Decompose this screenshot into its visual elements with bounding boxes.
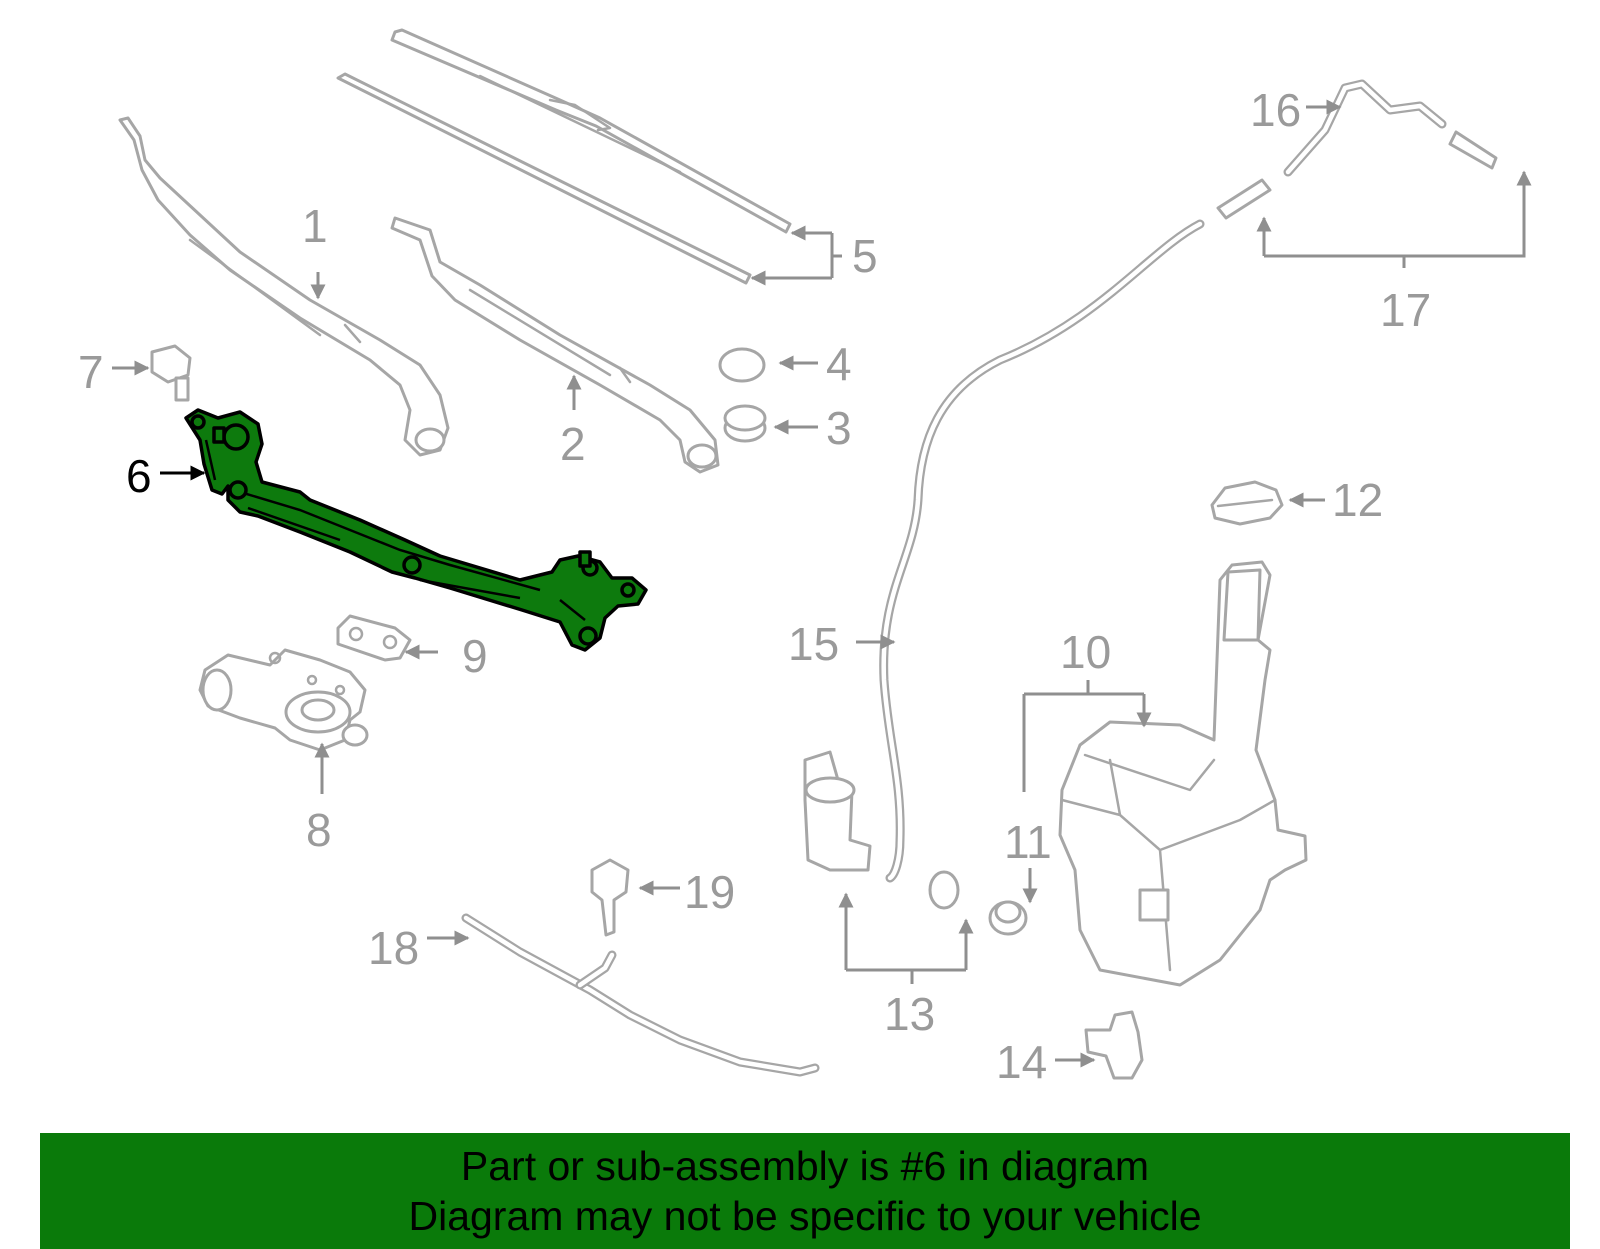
callout-8: 8 xyxy=(306,804,332,856)
pivot-cap-3 xyxy=(723,404,767,443)
callout-14: 14 xyxy=(996,1036,1047,1088)
callout-18: 18 xyxy=(368,922,419,974)
callout-7: 7 xyxy=(78,346,104,398)
callout-12: 12 xyxy=(1332,474,1383,526)
washer-pump-13 xyxy=(803,750,872,872)
wiper-arm-1 xyxy=(118,116,450,457)
washer-hose-15 xyxy=(879,219,1205,883)
callout-5: 5 xyxy=(852,230,878,282)
reservoir-cap-12 xyxy=(1210,480,1284,526)
info-banner: Part or sub-assembly is #6 in diagram Di… xyxy=(40,1133,1570,1249)
callout-15: 15 xyxy=(788,618,839,670)
parts-diagram: 1 2 3 4 5 6 7 8 9 10 11 12 13 14 15 16 1… xyxy=(78,28,1532,1088)
callout-10: 10 xyxy=(1060,626,1111,678)
wiper-blade-upper xyxy=(390,28,792,234)
washer-hose-18 xyxy=(461,913,820,1077)
callout-4: 4 xyxy=(826,338,852,390)
callout-6: 6 xyxy=(126,450,152,502)
washer-nozzle-19 xyxy=(590,858,630,937)
callout-3: 3 xyxy=(826,402,852,454)
pump-seal-13 xyxy=(928,870,960,910)
wiper-arm-2 xyxy=(390,216,720,474)
gasket-9 xyxy=(336,614,412,662)
callout-16: 16 xyxy=(1250,84,1301,136)
banner-line-2: Diagram may not be specific to your vehi… xyxy=(408,1193,1202,1239)
callout-9: 9 xyxy=(462,630,488,682)
callout-17: 17 xyxy=(1380,284,1431,336)
callout-11: 11 xyxy=(1004,816,1052,868)
grommet-11 xyxy=(988,900,1028,936)
callout-2: 2 xyxy=(560,418,586,470)
callout-19: 19 xyxy=(684,866,735,918)
bolt-7 xyxy=(150,344,192,402)
banner-line-1: Part or sub-assembly is #6 in diagram xyxy=(460,1143,1150,1189)
washer-reservoir-10 xyxy=(1058,560,1308,987)
wiper-blade-lower xyxy=(336,72,752,285)
callout-1: 1 xyxy=(302,200,328,252)
hose-connector-17a xyxy=(1216,178,1272,220)
callout-13: 13 xyxy=(884,988,935,1040)
leader-lines xyxy=(112,99,1532,1068)
clip-14 xyxy=(1084,1010,1144,1080)
wiper-motor-8 xyxy=(198,648,369,752)
pivot-cap-4 xyxy=(718,347,766,383)
hose-connector-17b xyxy=(1448,130,1498,170)
washer-hose-16 xyxy=(1283,79,1447,177)
wiper-linkage-6 xyxy=(184,408,648,652)
